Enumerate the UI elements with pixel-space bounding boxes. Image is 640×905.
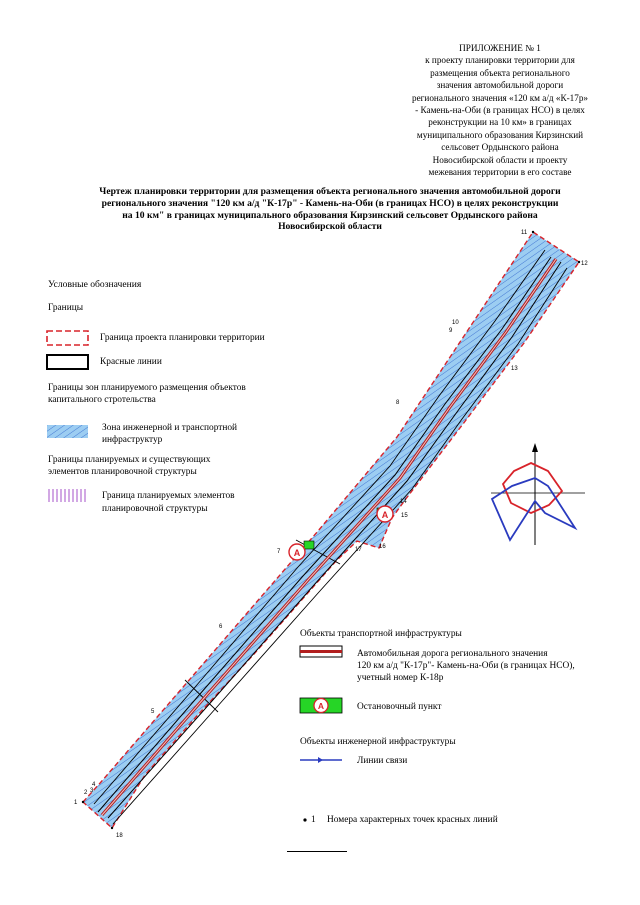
point-label: 5 [151, 709, 155, 715]
point-dots [81, 230, 581, 830]
legend-red-lines-swatch [46, 354, 89, 370]
wind-rose [490, 443, 585, 545]
planning-zone-corridor [82, 231, 580, 830]
legend-stop-label: Остановочный пункт [357, 702, 442, 712]
appendix-line: реконструкции на 10 км» в границах [428, 117, 572, 128]
appendix-line: ПРИЛОЖЕНИЕ № 1 [459, 43, 541, 53]
point-labels: 1 2 3 4 5 6 7 8 9 10 11 12 13 14 15 16 1… [74, 230, 588, 839]
legend-road-label-1: Автомобильная дорога регионального значе… [357, 649, 548, 659]
legend-zone-label-1: Зона инженерной и транспортной [102, 423, 238, 433]
title-line: Чертеж планировки территории для размеще… [99, 186, 561, 197]
point-label: 18 [116, 833, 123, 839]
appendix-line: - Камень-на-Оби (в границах НСО) в целях [415, 105, 585, 116]
map-bus-stop-pad-1 [303, 540, 315, 550]
point-label: 15 [401, 513, 408, 519]
appendix-line: к проекту планировки территории для [425, 55, 575, 66]
legend-red-lines-label: Красные линии [100, 357, 162, 367]
legend-heading: Условные обозначения [48, 279, 142, 290]
legend-transport-heading: Объекты транспортной инфраструктуры [300, 629, 462, 639]
legend-points-label: Номера характерных точек красных линий [327, 815, 498, 825]
drawing-title: Чертеж планировки территории для размеще… [60, 186, 600, 233]
legend-road-label-3: учетный номер К-18р [357, 673, 444, 683]
title-line: Новосибирской области [278, 221, 382, 233]
legend-comm-swatch [300, 757, 342, 763]
title-line: на 10 км" в границах муниципального обра… [122, 209, 538, 221]
point-label: 17 [355, 547, 362, 553]
map-bus-stop-letter-1: А [294, 548, 301, 558]
map-bus-stop-letter-2: А [382, 510, 389, 520]
legend-road-label-2: 120 км а/д "К-17р"- Камень-на-Оби (в гра… [357, 661, 575, 671]
legend-points-marker: 1 [311, 815, 316, 825]
point-label: 3 [90, 788, 94, 794]
legend-elements-heading-1: Границы планируемых и существующих [48, 455, 211, 465]
footer-separator [287, 851, 347, 852]
red-line-outer-left [93, 249, 546, 805]
legend-zones-heading-1: Границы зон планируемого размещения объе… [48, 383, 246, 393]
legend-elements-heading-2: элементов планировочной структуры [48, 467, 197, 477]
point-label: 9 [449, 328, 453, 334]
road-axis-inner [101, 258, 557, 816]
legend-boundaries-heading: Границы [48, 303, 84, 313]
legend-project-boundary-swatch [46, 330, 89, 346]
legend-zone-label-2: инфраструктур [102, 435, 163, 445]
red-line-outer-right [112, 267, 568, 825]
point-label: 13 [511, 366, 518, 372]
legend-stop-swatch: А [299, 697, 343, 714]
point-label: 16 [379, 544, 386, 550]
legend-engineering-heading: Объекты инженерной инфраструктуры [300, 737, 456, 747]
legend-stop-letter: А [318, 701, 324, 711]
legend-point-dot [303, 818, 307, 822]
legend-comm-label: Линии связи [357, 756, 408, 766]
cross-boundary [184, 679, 219, 713]
point-label: 7 [277, 549, 281, 555]
legend-zone-swatch [47, 425, 88, 438]
point-label: 4 [92, 782, 96, 788]
point-label: 14 [400, 499, 407, 505]
legend-elements-swatch [47, 489, 88, 502]
appendix-line: Новосибирской области и проекту [432, 154, 568, 165]
red-line-right [107, 261, 562, 819]
legend-elements-label-2: планировочной структуры [102, 504, 208, 514]
legend-road-swatch [299, 645, 343, 658]
map-bus-stop-icon-2 [376, 505, 394, 523]
point-label: 11 [521, 230, 528, 236]
point-label: 6 [219, 624, 223, 630]
legend-elements-label-1: Граница планируемых элементов [102, 491, 235, 501]
cross-boundary-2 [295, 539, 341, 565]
legend-zones-heading-2: капитального стротельства [48, 395, 156, 405]
appendix-line: межевания территории в его составе [428, 167, 572, 178]
point-label: 2 [84, 790, 88, 796]
point-label: 12 [581, 261, 588, 267]
appendix-line: сельсовет Ордынского района [441, 142, 559, 153]
point-label: 10 [452, 320, 459, 326]
map-bus-stop-icon-1 [288, 543, 306, 561]
appendix-line: муниципального образования Кирзинский [416, 129, 584, 140]
appendix-line: размещения объекта регионального [430, 67, 570, 78]
appendix-line: значения автомобильной дороги [436, 80, 564, 91]
point-label: 8 [396, 400, 400, 406]
appendix-header: ПРИЛОЖЕНИЕ № 1 к проекту планировки терр… [390, 42, 610, 178]
legend-project-boundary-label: Граница проекта планировки территории [100, 333, 265, 343]
point-label: 1 [74, 800, 78, 806]
title-line: регионального значения "120 км а/д "К-17… [101, 197, 559, 209]
appendix-line: регионального значения «120 км а/д «К-17… [411, 92, 589, 103]
